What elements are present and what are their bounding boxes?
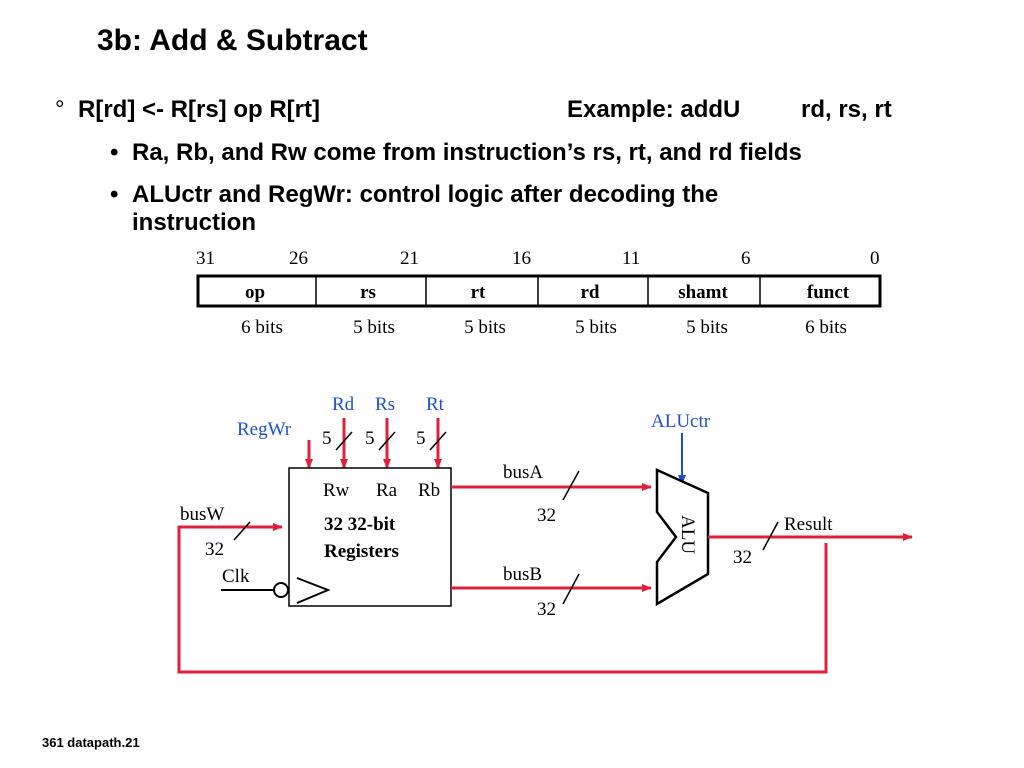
width-busb: 32 [537, 599, 556, 620]
label-busa: busA [503, 462, 543, 483]
label-regwr: RegWr [237, 419, 292, 440]
example-label: Example: addU [567, 96, 741, 123]
field-op: op [245, 282, 265, 303]
field-shamt: shamt [678, 282, 728, 303]
example-operands: rd, rs, rt [801, 96, 892, 123]
alu-block [655, 468, 710, 607]
bit-position-26: 26 [289, 248, 308, 269]
instruction-format-box [196, 274, 882, 308]
port-rw: Rw [323, 480, 350, 501]
sub-bullet-2-line-1: ALUctr and RegWr: control logic after de… [132, 181, 719, 208]
width-rd: 5 [322, 428, 332, 449]
sub-bullet-1: Ra, Rb, and Rw come from instruction’s r… [132, 139, 802, 166]
width-busw: 32 [205, 539, 224, 560]
field-rd: rd [581, 282, 600, 303]
bit-position-21: 21 [400, 248, 419, 269]
sub-bullet-marker-1: • [110, 139, 119, 166]
bit-position-16: 16 [512, 248, 531, 269]
bit-position-6: 6 [741, 248, 751, 269]
bit-position-11: 11 [622, 248, 640, 269]
slide-title: 3b: Add & Subtract [97, 24, 368, 57]
width-result: 32 [733, 547, 752, 568]
bit-position-31: 31 [196, 248, 215, 269]
field-width-rs: 5 bits [353, 317, 395, 338]
label-busw: busW [180, 504, 224, 525]
width-rt: 5 [416, 428, 426, 449]
label-busb: busB [503, 564, 542, 585]
slide-footer: 361 datapath.21 [42, 735, 140, 750]
label-alu: ALU [677, 515, 698, 554]
label-result: Result [784, 514, 833, 535]
main-bullet-marker: ° [55, 96, 65, 123]
label-rs: Rs [375, 394, 395, 415]
field-width-op: 6 bits [241, 317, 283, 338]
field-width-rt: 5 bits [464, 317, 506, 338]
regfile-label-line-1: 32 32-bit [324, 514, 396, 535]
regfile-label-line-2: Registers [324, 541, 399, 562]
sub-bullet-marker-2: • [110, 181, 119, 208]
field-funct: funct [807, 282, 850, 303]
field-width-shamt: 5 bits [686, 317, 728, 338]
field-rt: rt [471, 282, 486, 303]
field-width-rd: 5 bits [575, 317, 617, 338]
label-rd: Rd [332, 394, 355, 415]
width-rs: 5 [365, 428, 375, 449]
port-ra: Ra [376, 480, 398, 501]
clock-edge-icon [296, 577, 331, 604]
clock-inverter-icon [273, 582, 289, 598]
label-aluctr: ALUctr [651, 411, 711, 432]
label-clk: Clk [222, 566, 250, 587]
main-bullet-text: R[rd] <- R[rs] op R[rt] [78, 96, 320, 123]
busw-wire [177, 523, 828, 674]
sub-bullet-2-line-2: instruction [132, 209, 256, 236]
register-file-box [288, 467, 452, 607]
label-rt: Rt [426, 394, 445, 415]
bit-position-0: 0 [870, 248, 880, 269]
field-width-funct: 6 bits [805, 317, 847, 338]
field-rs: rs [360, 282, 376, 303]
port-rb: Rb [418, 480, 440, 501]
width-busa: 32 [537, 505, 556, 526]
